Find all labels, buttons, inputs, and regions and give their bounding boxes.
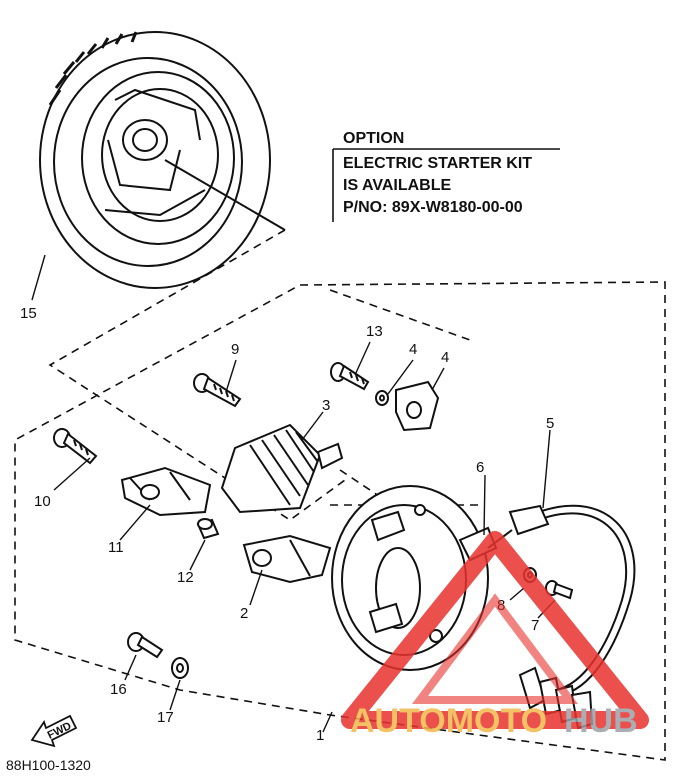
callouts: 15 13 9 4 4 3 5 10 6 11 12 2 8 7 16 17 1 (20, 305, 554, 744)
callout-5: 5 (546, 415, 554, 432)
watermark-text-2: HUB (564, 702, 638, 740)
coil-part-2 (242, 534, 332, 584)
callout-17: 17 (157, 709, 174, 726)
watermark-text-1: AUTOMOTO (350, 702, 547, 740)
bolt-part-9 (193, 373, 242, 408)
bolt-part-10 (53, 428, 98, 465)
option-note: OPTION ELECTRIC STARTER KIT IS AVAILABLE… (332, 130, 560, 222)
callout-16: 16 (110, 681, 127, 698)
callout-11: 11 (108, 539, 124, 556)
washer-part-17 (171, 657, 189, 679)
collar-part-12 (196, 518, 220, 540)
screw-part-7 (545, 580, 574, 600)
diagram-code: 88H100-1320 (6, 757, 91, 773)
callout-7: 7 (531, 617, 539, 634)
callout-10: 10 (34, 493, 51, 510)
callout-1: 1 (316, 727, 324, 744)
pickup-part-11 (120, 466, 212, 517)
callout-4a: 4 (409, 341, 417, 358)
callout-6: 6 (476, 459, 484, 476)
callout-12: 12 (177, 569, 194, 586)
fwd-label: FWD (46, 720, 74, 742)
coil-part-3 (220, 423, 344, 514)
bracket-part-4 (395, 380, 440, 432)
option-title: OPTION (343, 130, 404, 147)
option-line-2: IS AVAILABLE (343, 177, 451, 194)
callout-2: 2 (240, 605, 248, 622)
callout-13: 13 (366, 323, 383, 340)
option-line-1: ELECTRIC STARTER KIT (343, 155, 532, 172)
callout-3: 3 (322, 397, 330, 414)
leader-lines (31, 254, 556, 733)
option-line-3: P/NO: 89X-W8180-00-00 (343, 199, 523, 216)
callout-4b: 4 (441, 349, 449, 366)
screw-part-16 (127, 632, 164, 659)
callout-9: 9 (231, 341, 239, 358)
flywheel-part-15 (39, 31, 286, 289)
bolt-part-13 (330, 362, 370, 391)
callout-15: 15 (20, 305, 37, 322)
fwd-arrow-icon: FWD (30, 714, 78, 748)
watermark-logo: AUTOMOTO HUB (341, 531, 649, 740)
washer-part-4 (375, 390, 389, 406)
